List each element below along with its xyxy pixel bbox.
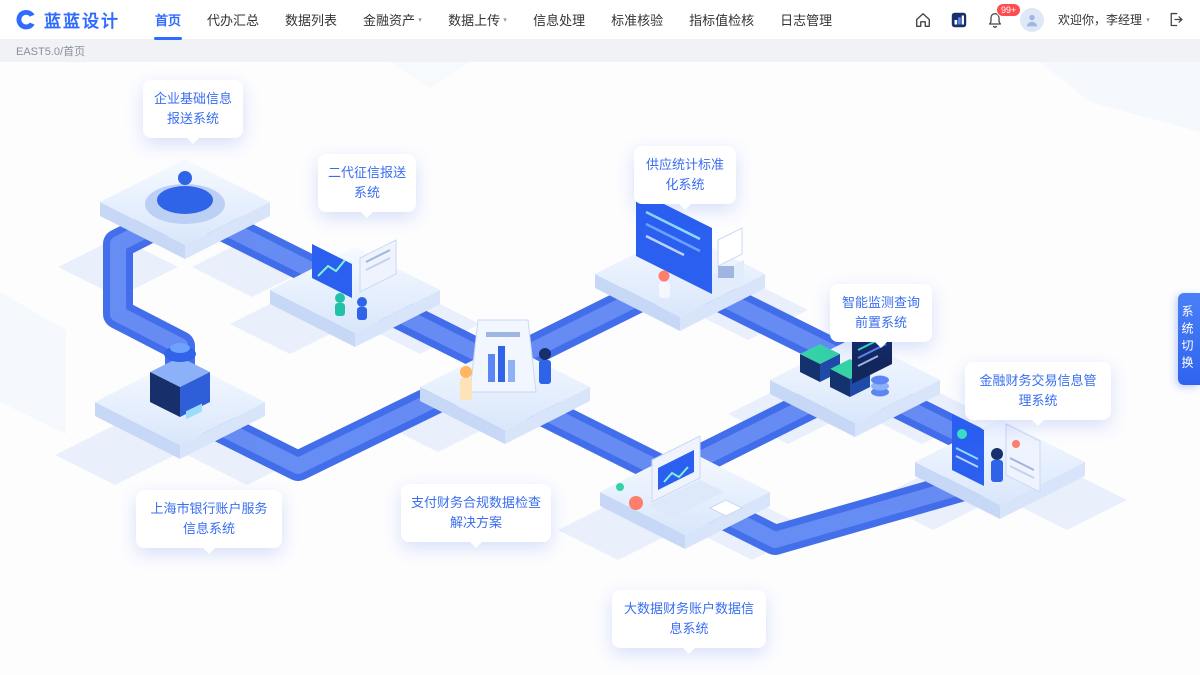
notifications-bell-icon[interactable]: 99+	[984, 2, 1022, 31]
platform-finance-trade	[915, 414, 1085, 519]
background-decor	[0, 62, 1200, 434]
notification-badge: 99+	[995, 2, 1022, 17]
brand-name: 蓝蓝设计	[44, 12, 120, 31]
nav-item-home[interactable]: 首页	[142, 0, 194, 40]
breadcrumb-bar: EAST5.0/首页	[0, 40, 1200, 62]
systems-illustration	[0, 62, 1200, 560]
platform-credit	[270, 239, 440, 347]
dashboard-panel-icon[interactable]	[948, 9, 970, 31]
nav-item-data-list[interactable]: 数据列表	[285, 13, 338, 28]
topbar-right: 99+ 欢迎你，李经理 ▾	[912, 2, 1186, 32]
breadcrumb[interactable]: EAST5.0/首页	[16, 46, 86, 58]
systems-map: 企业基础信息报送系统 二代征信报送系统 供应统计标准化系统 智能监测查询前置系统…	[0, 62, 1200, 675]
system-label-payment[interactable]: 支付财务合规数据检查解决方案	[401, 484, 551, 549]
system-label-finance-trade[interactable]: 金融财务交易信息管理系统	[965, 362, 1111, 427]
logout-icon[interactable]	[1164, 9, 1186, 31]
nav-item-indicator-check[interactable]: 指标值检核	[689, 13, 755, 28]
nav-item-data-upload[interactable]: 数据上传 ▾	[448, 13, 507, 28]
nav-item-log-management[interactable]: 日志管理	[780, 13, 833, 28]
brand-logo[interactable]: 蓝蓝设计	[14, 7, 120, 32]
welcome-text: 欢迎你，李经理	[1057, 13, 1142, 27]
nav-item-financial-assets[interactable]: 金融资产 ▾	[363, 13, 422, 28]
platform-monitor	[770, 322, 940, 437]
avatar[interactable]	[1019, 7, 1044, 32]
platform-payment-compliance	[420, 319, 590, 444]
system-switch-tab[interactable]: 系统切换	[1178, 293, 1200, 385]
system-label-monitor[interactable]: 智能监测查询前置系统	[830, 284, 932, 349]
platform-supply-stats	[595, 190, 765, 331]
home-icon[interactable]	[912, 9, 934, 31]
system-label-bigdata[interactable]: 大数据财务账户数据信息系统	[612, 590, 766, 655]
platform-shanghai-bank	[95, 343, 265, 459]
system-label-enterprise[interactable]: 企业基础信息报送系统	[143, 80, 243, 145]
top-navigation-bar: 蓝蓝设计 首页 代办汇总 数据列表 金融资产 ▾ 数据上传 ▾ 信息处理 标准核…	[0, 0, 1200, 40]
chevron-down-icon: ▾	[503, 15, 507, 24]
main-nav: 首页 代办汇总 数据列表 金融资产 ▾ 数据上传 ▾ 信息处理 标准核验 指标值…	[142, 0, 845, 40]
brand-logo-icon	[16, 9, 35, 29]
system-label-shanghai-bank[interactable]: 上海市银行账户服务信息系统	[136, 490, 282, 555]
chevron-down-icon: ▾	[1146, 15, 1150, 24]
chevron-down-icon: ▾	[418, 15, 422, 24]
system-label-supply-stats[interactable]: 供应统计标准化系统	[634, 146, 736, 211]
platform-bigdata	[600, 435, 770, 549]
nav-item-todo[interactable]: 代办汇总	[207, 13, 260, 28]
system-label-credit[interactable]: 二代征信报送系统	[318, 154, 416, 219]
nav-item-standard-check[interactable]: 标准核验	[611, 13, 664, 28]
platform-enterprise	[100, 159, 270, 259]
user-menu[interactable]: 欢迎你，李经理 ▾	[1058, 11, 1150, 28]
nav-item-info-processing[interactable]: 信息处理	[533, 13, 586, 28]
